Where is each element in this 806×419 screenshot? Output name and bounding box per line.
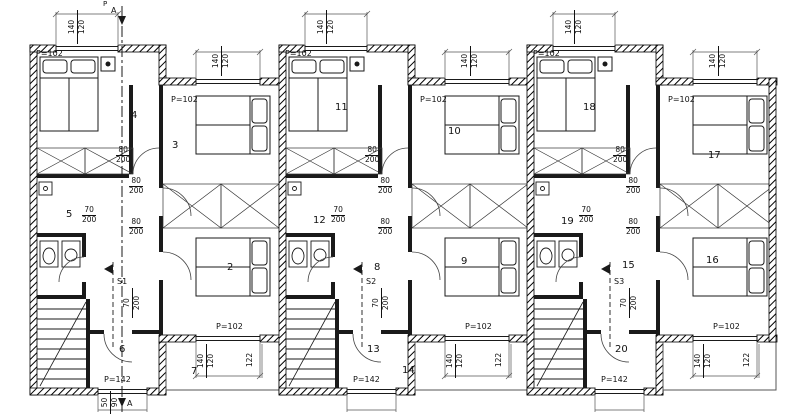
room-number-11: 11 (335, 102, 348, 113)
room-number-18: 18 (583, 102, 596, 113)
room-number-10: 10 (448, 126, 461, 137)
room-number-20: 20 (615, 344, 628, 355)
parapet-label: P=102 (285, 49, 312, 58)
terrace-dim-label: 122 (494, 352, 503, 368)
room-number-9: 9 (461, 256, 468, 267)
section-marker-s3: S3 (614, 277, 625, 286)
terrace-dim-label: 122 (245, 352, 254, 368)
room-number-4: 4 (131, 110, 138, 121)
section-prefix-label: P (103, 0, 108, 8)
room-number-13: 13 (367, 344, 380, 355)
right-gable-wall (768, 77, 777, 343)
terrace-dim-label: 122 (742, 352, 751, 368)
room-number-6: 6 (119, 344, 126, 355)
room-number-15: 15 (622, 260, 635, 271)
room-number-14: 14 (402, 365, 415, 376)
room-number-3: 3 (172, 140, 179, 151)
parapet-label: P=102 (216, 322, 243, 331)
unit-3 (526, 10, 778, 413)
unit-2 (278, 10, 530, 413)
section-letter-bottom: A (127, 399, 133, 408)
room-number-19: 19 (561, 216, 574, 227)
room-number-12: 12 (313, 215, 326, 226)
room-number-16: 16 (706, 255, 719, 266)
section-marker-s2: S2 (366, 277, 377, 286)
room-number-5: 5 (66, 209, 73, 220)
room-number-8: 8 (374, 262, 381, 273)
parapet-label: P=102 (36, 49, 63, 58)
section-line-a (118, 6, 126, 412)
parapet-label: P=142 (104, 375, 131, 384)
room-number-7: 7 (191, 366, 198, 377)
parapet-label: P=142 (601, 375, 628, 384)
parapet-label: P=142 (353, 375, 380, 384)
parapet-label: P=102 (668, 95, 695, 104)
parapet-label: P=102 (171, 95, 198, 104)
parapet-label: P=102 (713, 322, 740, 331)
section-letter-top: A (111, 6, 117, 15)
parapet-label: P=102 (465, 322, 492, 331)
parapet-label: P=102 (420, 95, 447, 104)
parapet-label: P=102 (533, 49, 560, 58)
section-marker-s1: S1 (117, 277, 128, 286)
room-number-17: 17 (708, 150, 721, 161)
room-number-2: 2 (227, 262, 234, 273)
